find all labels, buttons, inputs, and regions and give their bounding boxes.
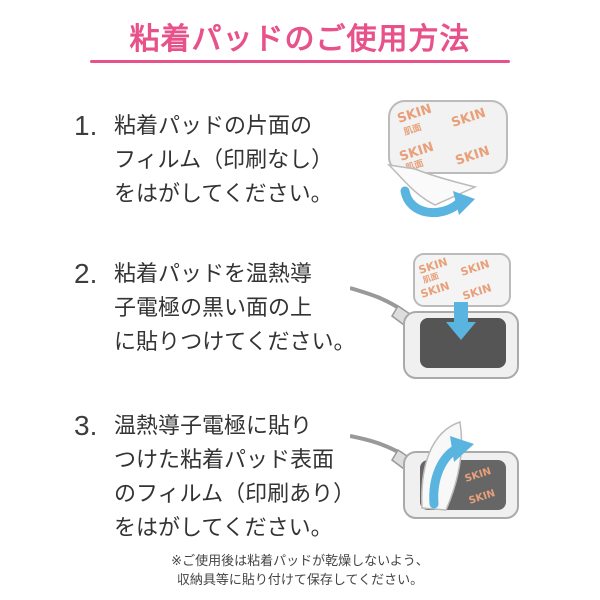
step-text: 粘着パッドの片面の フィルム（印刷なし） をはがしてください。 [114, 110, 333, 212]
step-3-illustration: SKIN SKIN [350, 421, 519, 519]
step-line: 粘着パッドの片面の [114, 114, 313, 139]
step-line: をはがしてください。 [114, 182, 333, 207]
step-line: フィルム（印刷なし） [114, 148, 334, 173]
step-line: 温熱導子電極に貼り [114, 414, 313, 439]
peel-arrowhead-icon [450, 436, 474, 462]
step-line: をはがしてください。 [114, 516, 333, 541]
step-number: 1. [74, 110, 98, 141]
step-line: のフィルム（印刷あり） [114, 482, 356, 507]
title-underline [90, 60, 510, 63]
page-title: 粘着パッドのご使用方法 [129, 22, 471, 57]
step-text: 温熱導子電極に貼り つけた粘着パッド表面 のフィルム（印刷あり） をはがしてくだ… [114, 410, 355, 546]
electrode-cable [350, 286, 404, 312]
step-line: つけた粘着パッド表面 [114, 448, 335, 473]
peel-arrowhead-icon [453, 191, 475, 215]
electrode-cable [350, 434, 403, 456]
footnote-line: 収納具等に貼り付けて保存してください。 [176, 573, 424, 588]
step-line: 子電極の黒い面の上 [114, 296, 313, 321]
electrode-black-face [420, 318, 506, 368]
step-2-illustration: SKIN 肌面 SKIN SKIN SKIN [350, 253, 519, 379]
down-arrowhead-icon [446, 322, 476, 340]
step-1-illustration: SKIN 肌面 SKIN SKIN 肌面 SKIN [386, 100, 508, 217]
peeling-film [386, 163, 478, 206]
step-number: 2. [74, 258, 98, 289]
down-arrow-icon [454, 302, 468, 324]
footnote-line: ※ご使用後は粘着パッドが乾燥しないよう、 [171, 554, 429, 569]
footnote: ※ご使用後は粘着パッドが乾燥しないよう、 収納具等に貼り付けて保存してください。 [0, 552, 600, 590]
step-line: 粘着パッドを温熱導 [114, 262, 313, 287]
step-text: 粘着パッドを温熱導 子電極の黒い面の上 に貼りつけてください。 [114, 258, 356, 360]
peel-arrow-icon [400, 186, 464, 217]
step-number: 3. [74, 410, 98, 441]
step-line: に貼りつけてください。 [114, 330, 356, 355]
